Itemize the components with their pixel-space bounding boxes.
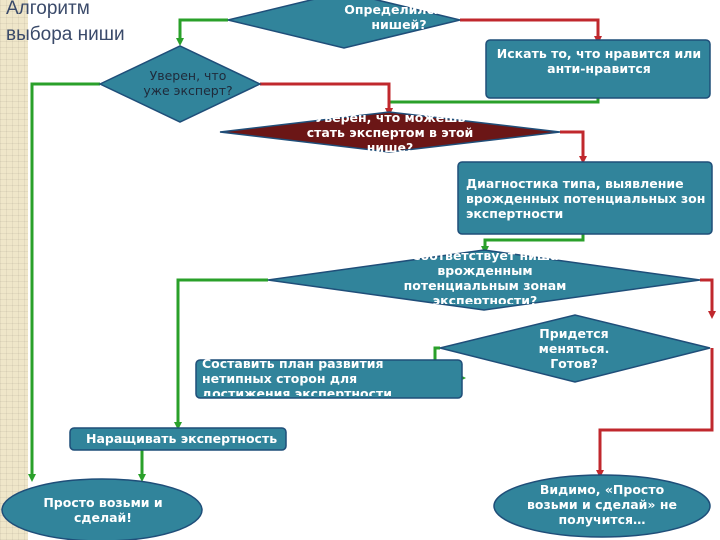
decision-niche — [227, 0, 461, 49]
process-diagnostics — [457, 161, 713, 235]
decision-match — [267, 249, 701, 311]
decision-change-label: Придется меняться. Готов? — [538, 326, 610, 371]
process-plan — [195, 359, 463, 399]
process-grow-label: Наращивать экспертность — [86, 431, 278, 446]
arrow-match-yes-to-grow — [174, 278, 268, 430]
decision-expert — [98, 45, 262, 123]
decision-match-label: Соответствует ниша врожденным потенциаль… — [403, 248, 567, 304]
decorative-strip — [0, 0, 28, 540]
arrow-change-no-to-fail — [596, 348, 714, 478]
terminal-just-do — [1, 478, 203, 540]
arrow-expert-yes-to-just-do — [28, 82, 100, 482]
decision-change — [439, 314, 711, 383]
terminal-just-do-label: Просто возьми и сделай! — [43, 495, 163, 525]
decision-can-expert-label: Уверен, что можешь стать экспертом в это… — [306, 110, 474, 155]
arrow-can-expert-no-to-diagnostics — [560, 130, 587, 164]
arrow-niche-yes-to-expert — [176, 18, 228, 46]
process-search-label: Искать то, что нравится или анти-нравитс… — [496, 46, 702, 76]
process-grow — [69, 427, 287, 451]
arrow-expert-no-to-can-expert — [260, 82, 393, 116]
page-title: Алгоритм выбора ниши — [6, 0, 125, 45]
decision-niche-label: Определился с нишей? — [344, 2, 454, 32]
terminal-fail-label: Видимо, «Просто возьми и сделай» не полу… — [527, 482, 677, 527]
process-plan-label: Составить план развития нетипных сторон … — [202, 356, 393, 396]
arrow-diagnostics-to-match — [481, 234, 585, 254]
arrow-match-no-to-change — [700, 278, 716, 319]
terminal-fail — [493, 474, 711, 538]
arrow-niche-no-to-search — [460, 18, 602, 44]
process-search — [485, 39, 711, 99]
process-diagnostics-label: Диагностика типа, выявление врожденных п… — [466, 176, 706, 221]
decision-can-expert — [219, 111, 561, 153]
decision-expert-label: Уверен, что уже эксперт? — [143, 68, 233, 98]
